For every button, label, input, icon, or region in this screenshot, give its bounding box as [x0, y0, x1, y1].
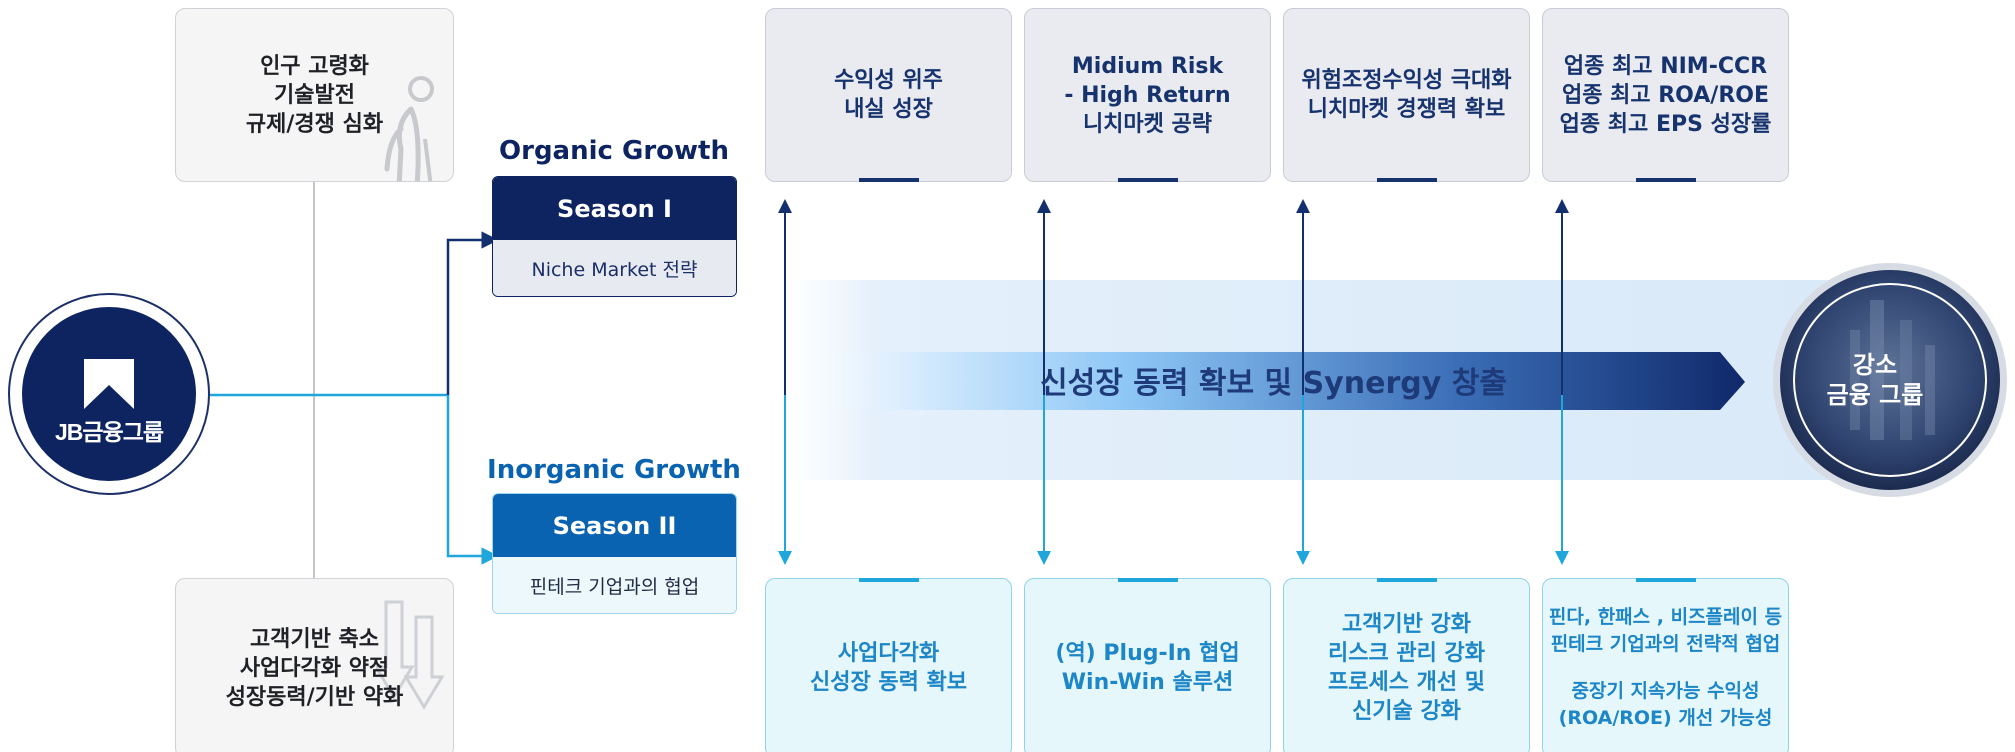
bottom-card-3: 고객기반 강화 리스크 관리 강화 프로세스 개선 및 신기술 강화 [1283, 578, 1530, 752]
top-card-3-line-2: 니치마켓 경쟁력 확보 [1307, 97, 1506, 122]
jb-logo-badge: JB금융그룹 [8, 293, 210, 495]
top-card-4-line-1: 업종 최고 NIM-CCR [1563, 53, 1768, 79]
inorganic-growth-title: Inorganic Growth [487, 455, 741, 485]
top-card-4-line-2: 업종 최고 ROA/ROE [1561, 82, 1770, 108]
top-card-1-line-1: 수익성 위주 [834, 68, 943, 93]
bottom-card-3-line-2: 리스크 관리 강화 [1328, 641, 1485, 666]
bottom-card-4-line-1: 핀다, 한패스 , 비즈플레이 등 [1548, 606, 1783, 628]
context-top-box: 인구 고령화 기술발전 규제/경쟁 심화 [175, 8, 454, 182]
bottom-card-1-line-2: 신성장 동력 확보 [810, 670, 967, 695]
top-card-accent [1636, 178, 1696, 182]
context-bottom-box: 고객기반 축소 사업다각화 약점 성장동력/기반 약화 [175, 578, 454, 752]
logo-text: JB금융그룹 [54, 419, 164, 445]
synergy-band-text: 신성장 동력 확보 및 Synergy 창출 [1040, 366, 1507, 401]
goal-text: 강소 금융 그룹 [1775, 350, 1975, 410]
top-card-4: 업종 최고 NIM-CCR 업종 최고 ROA/ROE 업종 최고 EPS 성장… [1542, 8, 1789, 182]
top-card-2-line-2: - High Return [1064, 82, 1231, 108]
context-bottom-line-1: 고객기반 축소 [249, 626, 380, 652]
top-card-4-line-3: 업종 최고 EPS 성장률 [1559, 111, 1772, 137]
bottom-card-1: 사업다각화 신성장 동력 확보 [765, 578, 1012, 752]
top-card-accent [859, 178, 919, 182]
column-arrows [778, 199, 1569, 565]
bottom-card-accent [1118, 578, 1178, 582]
organic-growth-title: Organic Growth [499, 136, 729, 166]
bottom-card-3-line-3: 프로세스 개선 및 [1328, 670, 1485, 695]
synergy-arrow [800, 352, 1745, 410]
bottom-card-3-line-4: 신기술 강화 [1352, 699, 1461, 724]
bottom-card-4: 핀다, 한패스 , 비즈플레이 등 핀테크 기업과의 전략적 협업 중장기 지속… [1542, 578, 1789, 752]
declining-arrows-icon [376, 600, 445, 710]
context-top-line-3: 규제/경쟁 심화 [245, 111, 384, 137]
bottom-card-2-line-2: Win-Win 솔루션 [1061, 670, 1234, 695]
top-card-1-line-2: 내실 성장 [844, 97, 933, 122]
bottom-card-2: (역) Plug-In 협업 Win-Win 솔루션 [1024, 578, 1271, 752]
top-card-2-line-1: Midium Risk [1071, 53, 1224, 79]
season-2-label: Season II [493, 494, 736, 557]
top-card-3: 위험조정수익성 극대화 니치마켓 경쟁력 확보 [1283, 8, 1530, 182]
jb-logo-icon [84, 359, 134, 409]
top-card-3-line-1: 위험조정수익성 극대화 [1301, 68, 1512, 93]
context-top-line-1: 인구 고령화 [260, 53, 369, 79]
top-card-2-line-3: 니치마켓 공략 [1082, 111, 1213, 137]
context-bottom-line-2: 사업다각화 약점 [239, 655, 390, 681]
goal-line-2: 금융 그룹 [1826, 381, 1924, 409]
bottom-card-4-line-5: (ROA/ROE) 개선 가능성 [1558, 707, 1773, 729]
goal-line-1: 강소 [1852, 351, 1898, 379]
bottom-card-accent [1636, 578, 1696, 582]
top-card-accent [1377, 178, 1437, 182]
context-top-line-2: 기술발전 [274, 82, 355, 108]
context-bottom-line-3: 성장동력/기반 약화 [225, 684, 404, 710]
elderly-person-icon [384, 76, 434, 181]
bottom-card-accent [1377, 578, 1437, 582]
bottom-card-4-line-2: 핀테크 기업과의 전략적 협업 [1550, 633, 1781, 655]
season-2-strategy: 핀테크 기업과의 협업 [493, 557, 736, 613]
season-1-strategy: Niche Market 전략 [493, 240, 736, 296]
season-1-label: Season I [493, 177, 736, 240]
season-1-card: Season I Niche Market 전략 [492, 176, 737, 297]
top-card-1: 수익성 위주 내실 성장 [765, 8, 1012, 182]
bottom-card-2-line-1: (역) Plug-In 협업 [1055, 641, 1240, 666]
bottom-card-accent [859, 578, 919, 582]
goal-circle [1773, 263, 2007, 497]
top-card-2: Midium Risk - High Return 니치마켓 공략 [1024, 8, 1271, 182]
bottom-card-3-line-1: 고객기반 강화 [1341, 612, 1472, 637]
top-card-accent [1118, 178, 1178, 182]
bottom-card-4-line-4: 중장기 지속가능 수익성 [1571, 680, 1760, 702]
season-2-card: Season II 핀테크 기업과의 협업 [492, 493, 737, 614]
bottom-card-1-line-1: 사업다각화 [837, 641, 940, 666]
